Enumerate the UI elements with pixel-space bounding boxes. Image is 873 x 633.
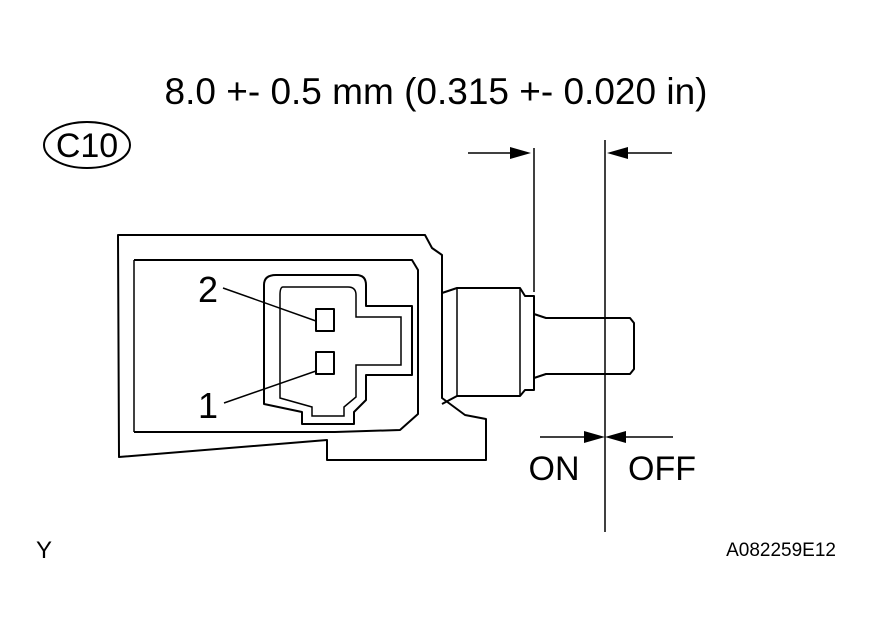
socket-outer (263, 274, 413, 425)
connector-code-badge: C10 (43, 121, 131, 169)
top-dimension-arrows (468, 147, 672, 159)
corner-label: Y (36, 537, 52, 564)
pin-label-2: 2 (198, 269, 218, 310)
bottom-right-arrowhead (605, 431, 626, 443)
on-label: ON (529, 450, 580, 488)
terminal-2 (315, 308, 335, 332)
housing-inner-edge (134, 259, 419, 433)
plunger-barrel (441, 287, 535, 405)
switch-body (117, 234, 635, 461)
terminal-1 (315, 351, 335, 375)
figure-id: A082259E12 (726, 540, 836, 561)
pin-label-1: 1 (198, 385, 218, 426)
bottom-left-arrowhead (584, 431, 605, 443)
housing-outline (117, 234, 487, 461)
off-label: OFF (628, 450, 696, 488)
connector-code-label: C10 (56, 127, 118, 165)
top-right-arrowhead (607, 147, 628, 159)
leader-line-pin-1 (223, 370, 317, 404)
leader-line-pin-2 (222, 287, 317, 322)
socket-inner (279, 286, 402, 417)
dimension-label: 8.0 +- 0.5 mm (0.315 +- 0.020 in) (165, 71, 708, 112)
plunger-pin (533, 313, 635, 379)
connector-socket (222, 274, 413, 425)
bottom-dimension-arrows (540, 431, 673, 443)
connector-code-ellipse (43, 121, 131, 169)
top-left-arrowhead (510, 147, 531, 159)
